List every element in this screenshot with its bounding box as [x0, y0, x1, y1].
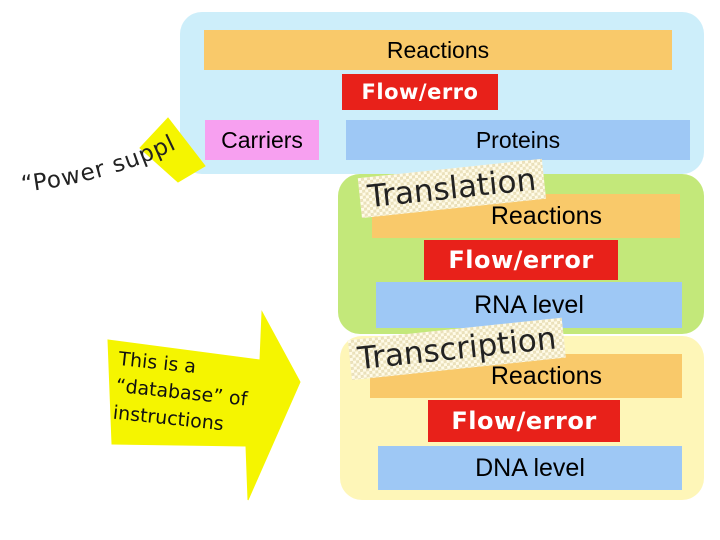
bottom-reactions-label: Reactions: [490, 361, 602, 390]
rna-level-label: RNA level: [474, 290, 584, 319]
top-reactions-label: Reactions: [386, 36, 490, 63]
middle-reactions-label: Reactions: [490, 201, 602, 230]
middle-flow-bar: Flow/error: [424, 240, 618, 280]
proteins-label: Proteins: [475, 126, 561, 153]
top-flow-label: Flow/erro: [361, 80, 479, 104]
top-flow-bar: Flow/erro: [342, 74, 498, 110]
top-reactions-bar: Reactions: [204, 30, 672, 70]
dna-level-bar: DNA level: [378, 446, 682, 490]
dna-level-label: DNA level: [475, 453, 585, 482]
svg-text:“Power supply”: “Power supply”: [0, 0, 180, 198]
middle-flow-label: Flow/error: [448, 246, 594, 274]
power-supply-label: “Power supply”: [0, 0, 179, 198]
database-label-block: This is a “database” of instructions: [112, 346, 252, 440]
carriers-bar: Carriers: [205, 120, 319, 160]
proteins-bar: Proteins: [346, 120, 690, 160]
carriers-label: Carriers: [221, 126, 303, 153]
power-arrow-shape: [139, 117, 206, 183]
bottom-flow-label: Flow/error: [451, 407, 597, 435]
bottom-flow-bar: Flow/error: [428, 400, 620, 442]
database-arrow-shape: [107, 310, 301, 501]
